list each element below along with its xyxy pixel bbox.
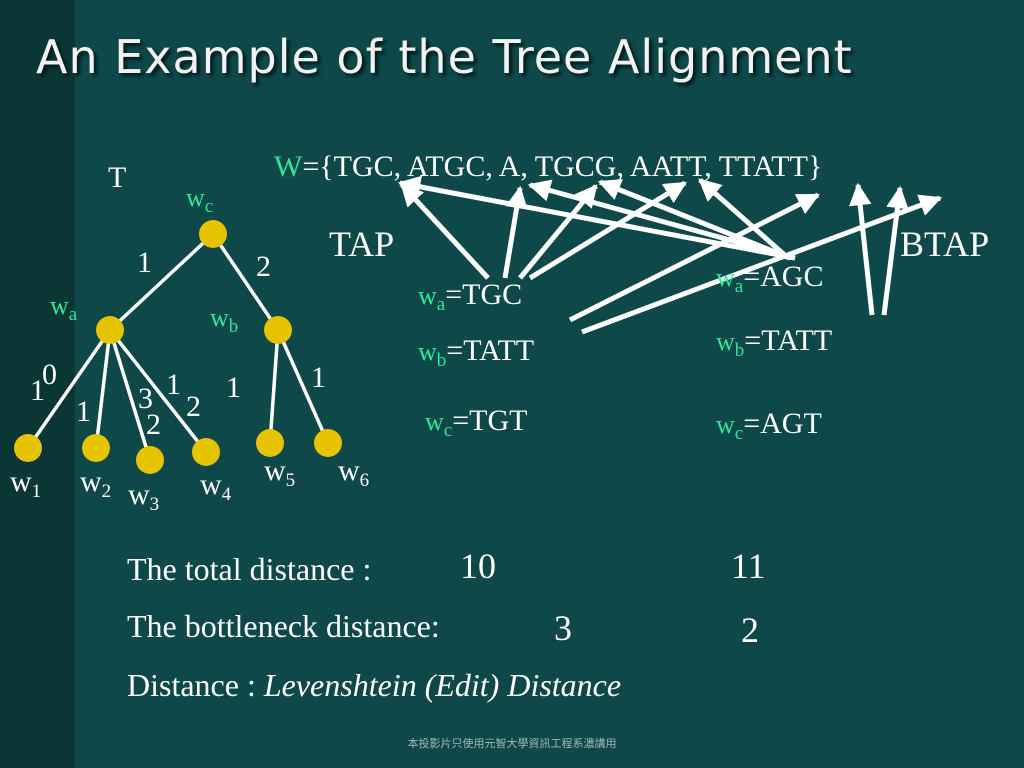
edge-wc-wb [211,233,280,331]
btap-bottleneck-value: 2 [741,610,759,650]
label-w3: w3 [128,478,160,515]
total-distance-label: The total distance : [127,551,372,587]
label-w1: w1 [10,465,42,502]
tap-total-value: 10 [460,546,496,586]
edge-wa-w4 [108,328,208,454]
arrow-btap-wa-a [597,179,791,261]
arrow-tap-wa-tgc [400,183,490,280]
tap-wa: wa=TGC [418,278,523,315]
weight-w1-a: 1 [30,374,45,407]
edge-wa-w2 [94,329,112,449]
arrow-tap-wa-tgcg [528,180,687,281]
slide-title: An Example of the Tree Alignment [36,30,853,84]
label-wb: wb [210,303,239,337]
node-w4 [192,438,220,466]
arrow-btap-wb-aatt [581,194,943,335]
tree-label: T [108,161,127,194]
weight-w4-a: 2 [186,390,201,423]
weight-w6: 1 [311,361,326,394]
weight-wc-wa: 1 [137,246,152,279]
node-wb [264,316,292,344]
node-w2 [82,434,110,462]
weight-w1-b: 0 [42,358,57,391]
label-w2: w2 [80,465,112,502]
btap-arrows [397,175,943,335]
edge-wb-w6 [276,329,330,444]
set-line: W={TGC, ATGC, A, TGCG, AATT, TTATT} [274,152,822,182]
edge-wa-w1 [26,329,112,449]
arrow-btap-wb-ttatt [848,182,875,316]
node-w6 [314,429,342,457]
weight-w3-b: 1 [166,368,181,401]
weight-w5: 1 [226,371,241,404]
footer-note: 本投影片只使用元智大學資訊工程系濃講用 [407,737,617,750]
node-wc [199,220,227,248]
weight-wc-wb: 2 [256,250,271,283]
node-wa [96,316,124,344]
distance-name: Levenshtein (Edit) Distance [263,667,622,703]
weight-w3-a: 2 [146,408,161,441]
btap-wa: wa=AGC [716,260,824,297]
arrow-btap-wb-ttatt-2 [881,185,909,316]
tap-wc: wc=TGT [425,404,528,441]
label-w5: w5 [264,454,296,491]
btap-wb: wb=TATT [716,324,833,361]
arrow-btap-wa-tgcg [698,178,790,260]
tree-edges [26,232,330,461]
node-w3 [136,446,164,474]
set-text: ={TGC, ATGC, A, TGCG, AATT, TTATT} [302,150,823,183]
btap-total-value: 11 [731,546,766,586]
set-label: W [274,150,303,183]
distance-definition: Distance : Levenshtein (Edit) Distance [127,667,622,703]
label-w6: w6 [338,454,370,491]
edge-wb-w5 [268,329,280,444]
tap-bottleneck-value: 3 [554,608,572,648]
label-wa: wa [50,291,78,325]
node-w5 [256,429,284,457]
arrow-btap-wa-atgc [527,179,796,261]
weight-w2-b: 3 [138,382,153,415]
weight-w2-a: 1 [76,395,91,428]
bottleneck-distance-label: The bottleneck distance: [127,608,440,644]
left-sidebar-band [0,0,75,768]
btap-wc: wc=AGT [716,407,822,444]
node-w1 [14,434,42,462]
btap-heading: BTAP [900,224,990,264]
label-wc: wc [186,183,214,217]
edge-wa-w3 [108,329,152,461]
tap-heading: TAP [329,224,395,264]
arrow-tap-wb-aatt [568,192,821,323]
arrow-btap-wa-tgc [397,175,796,261]
tap-wb: wb=TATT [418,334,535,371]
edge-wc-wa [108,232,215,332]
label-w4: w4 [200,468,232,505]
